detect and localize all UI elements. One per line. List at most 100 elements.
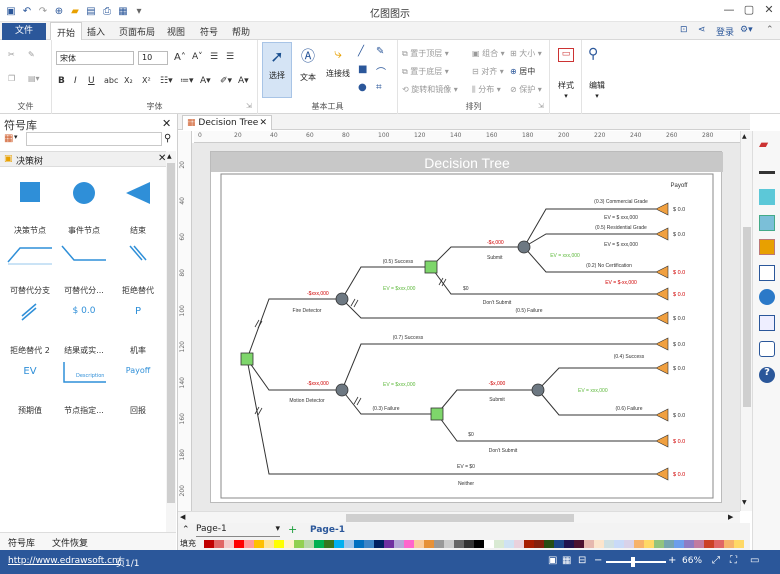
zoom-slider-thumb[interactable] [631,557,635,567]
color-swatch[interactable] [644,540,654,548]
color-swatch[interactable] [524,540,534,548]
edit-button[interactable]: ⚲ 编辑 ▾ [582,40,612,114]
help-icon[interactable]: ? [759,367,775,383]
more-icon[interactable]: ▾ [136,5,142,17]
chance-node-submit2[interactable] [531,383,545,397]
palette-swatches[interactable] [204,540,744,548]
color-swatch[interactable] [564,540,574,548]
decision-node-root[interactable] [240,352,254,366]
chevron-down-icon[interactable]: ▼ [742,499,747,506]
login-link[interactable]: 登录 [716,28,735,38]
page-tab-active[interactable]: Page-1 [310,525,345,535]
ellipse-tool-icon[interactable]: ● [358,82,367,93]
close-icon[interactable]: ✕ [764,3,774,16]
zoom-in-icon[interactable]: + [668,555,677,566]
tab-help[interactable]: 帮助 [232,28,251,38]
dialog-launcher-icon[interactable]: ⇲ [246,102,252,110]
color-swatch[interactable] [434,540,444,548]
collapse-icon[interactable]: ⌃ [182,525,190,535]
shape-reject-alt[interactable]: 拒绝替代 [110,236,166,296]
color-swatch[interactable] [464,540,474,548]
grow-font-icon[interactable]: A˄ [174,52,186,63]
font-size-select[interactable]: 10 [138,51,168,65]
save-icon[interactable]: ▤ [86,5,96,17]
redo-icon[interactable]: ↷ [38,5,48,17]
text-tool-button[interactable]: Ⓐ 文本 [294,42,322,98]
collapse-ribbon-icon[interactable]: ⌃ [766,25,774,35]
zoom-slider[interactable] [606,561,666,563]
fit-width-icon[interactable]: ⤢ [712,555,720,566]
color-swatch[interactable] [674,540,684,548]
tab-view[interactable]: 视图 [167,28,186,38]
image-icon[interactable] [759,215,775,231]
color-swatch[interactable] [654,540,664,548]
chance-node-certification[interactable] [517,240,531,254]
color-swatch[interactable] [684,540,694,548]
shape-decision-node[interactable]: 决策节点 [2,176,58,236]
shape-probability[interactable]: P 机率 [110,296,166,356]
end-node[interactable] [655,337,669,351]
tab-page-layout[interactable]: 页面布局 [119,28,156,38]
end-node[interactable] [655,408,669,422]
color-swatch[interactable] [414,540,424,548]
color-swatch[interactable] [254,540,264,548]
copy-icon[interactable]: ❐ [8,74,16,83]
dialog-launcher-icon[interactable]: ⇲ [538,102,544,110]
add-page-icon[interactable]: + [288,523,298,536]
color-swatch[interactable] [314,540,324,548]
color-swatch[interactable] [244,540,254,548]
bring-front-button[interactable]: ⧉ 置于顶层 ▾ [402,49,449,58]
color-swatch[interactable] [634,540,644,548]
shape-event-node[interactable]: 事件节点 [56,176,112,236]
settings-gear-icon[interactable]: ⚙▾ [740,25,753,35]
color-swatch[interactable] [584,540,594,548]
chevron-right-icon[interactable]: ▶ [728,513,734,521]
underline-icon[interactable]: U [88,76,95,86]
crop-tool-icon[interactable]: ⌗ [376,82,382,93]
chance-node-fire[interactable] [335,292,349,306]
close-icon[interactable]: ✕ [162,117,172,130]
file-menu-button[interactable]: 文件 [2,23,46,40]
line-spacing-icon[interactable]: ☷▾ [160,76,173,86]
tab-library[interactable]: 符号库 [8,539,36,549]
align-left-icon[interactable]: ☰ [210,52,219,62]
shape-end[interactable]: 结束 [110,176,166,236]
group-button[interactable]: ▣ 组合 ▾ [472,49,505,58]
color-swatch[interactable] [714,540,724,548]
end-node[interactable] [655,227,669,241]
color-swatch[interactable] [554,540,564,548]
fullscreen-icon[interactable]: ⛶ [730,555,737,566]
align-right-icon[interactable]: ☰ [226,52,235,62]
color-swatch[interactable] [454,540,464,548]
color-swatch[interactable] [534,540,544,548]
scroll-thumb[interactable] [167,163,175,503]
tab-home[interactable]: 开始 [50,22,83,41]
superscript-icon[interactable]: X² [142,76,151,85]
fit-window-icon[interactable]: ▭ [750,555,760,566]
format-painter-icon[interactable]: ✎ [28,50,35,59]
distribute-button[interactable]: ⫼ 分布 ▾ [472,85,501,94]
chevron-up-icon[interactable]: ▲ [742,133,747,140]
document-tab[interactable]: ▦ Decision Tree ✕ [182,115,272,130]
color-swatch[interactable] [404,540,414,548]
shape-expected-value[interactable]: EV 预期值 [2,356,58,416]
chance-node-motion[interactable] [335,383,349,397]
text-effect-icon[interactable]: A▾ [238,76,249,86]
close-icon[interactable]: ✕ [259,118,267,128]
color-swatch[interactable] [344,540,354,548]
color-swatch[interactable] [354,540,364,548]
color-swatch[interactable] [614,540,624,548]
color-swatch[interactable] [484,540,494,548]
color-swatch[interactable] [544,540,554,548]
select-tool-button[interactable]: ➚ 选择 [262,42,292,98]
cut-icon[interactable]: ✂ [8,50,15,59]
color-swatch[interactable] [364,540,374,548]
line-tool-icon[interactable]: ╱ [358,46,365,57]
end-node[interactable] [655,202,669,216]
decision-node-submit2[interactable] [430,407,444,421]
shape-node-spec[interactable]: Description 节点指定... [56,356,112,416]
italic-icon[interactable]: I [74,76,77,86]
color-swatch[interactable] [234,540,244,548]
color-swatch[interactable] [624,540,634,548]
color-swatch[interactable] [334,540,344,548]
